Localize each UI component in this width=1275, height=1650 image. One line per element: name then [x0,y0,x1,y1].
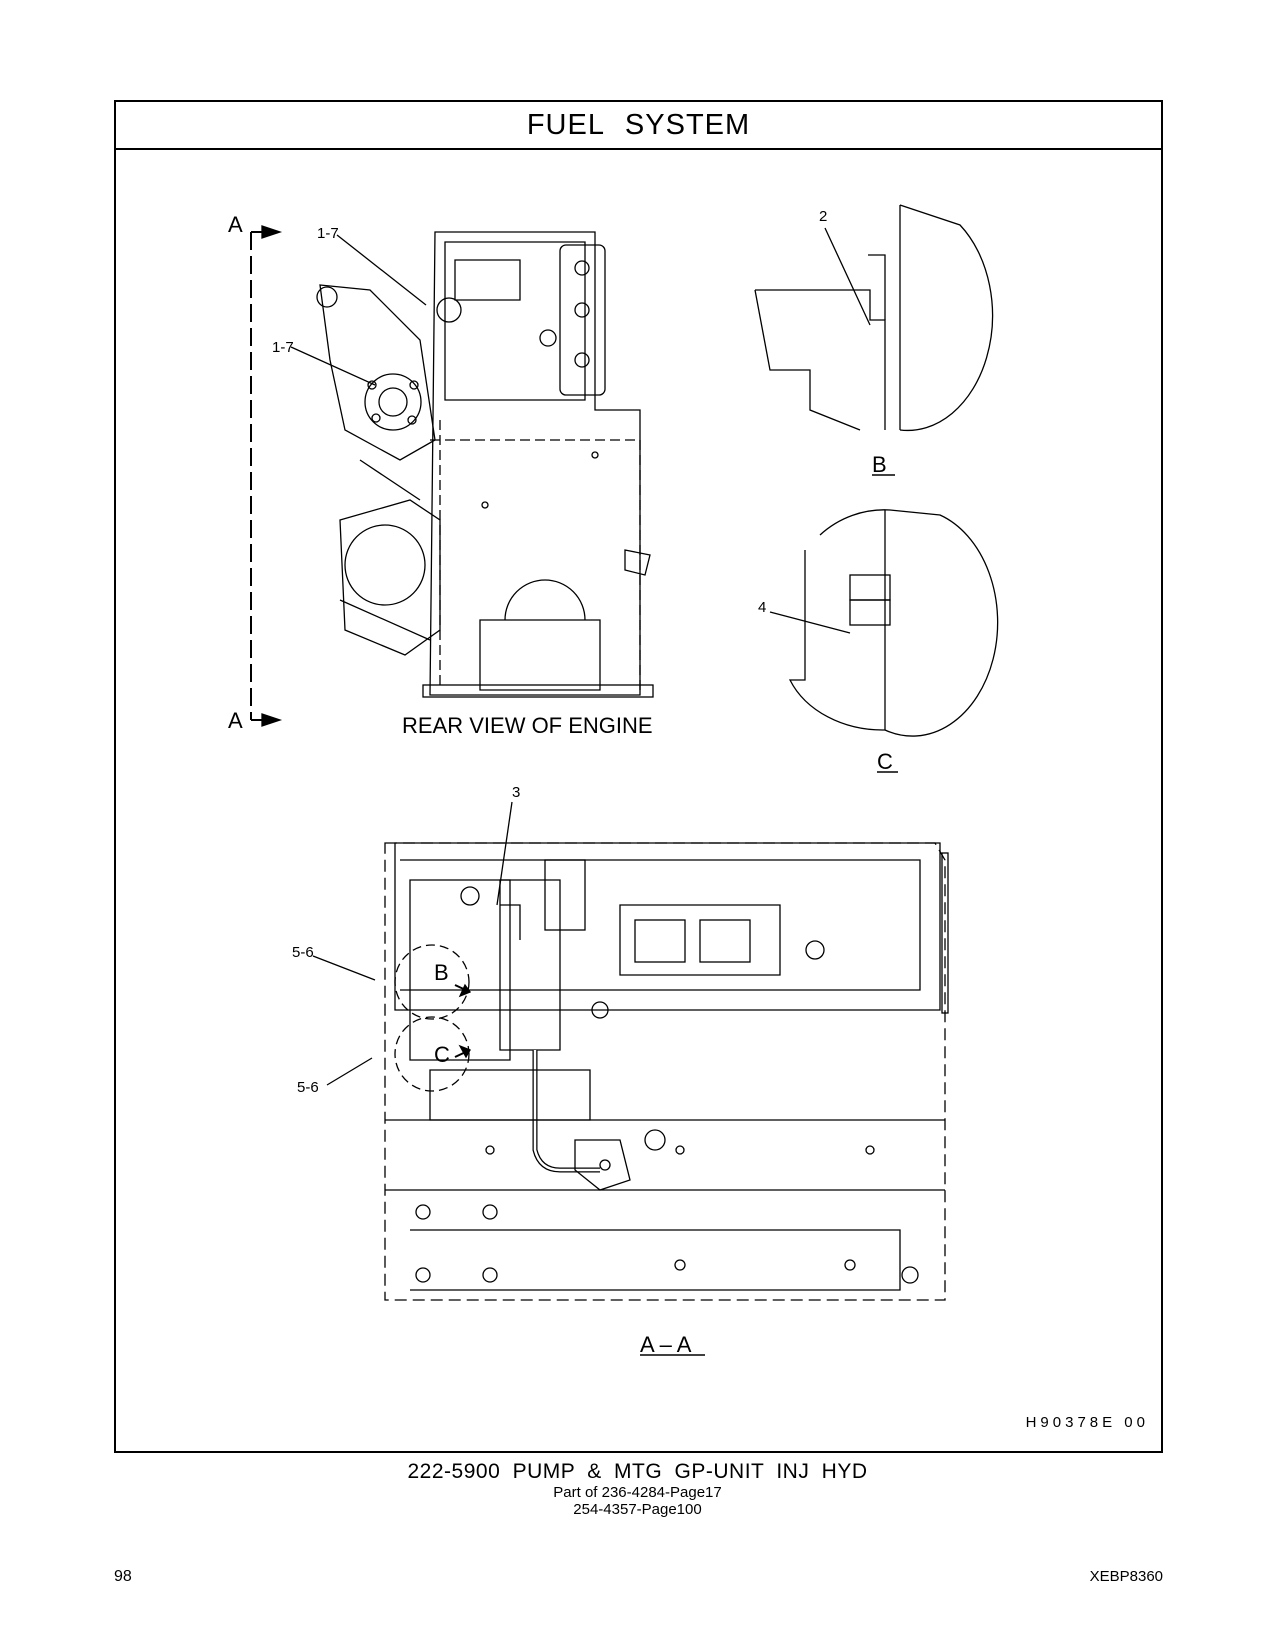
figure-frame: FUEL SYSTEM H90378E 00 [114,100,1163,1453]
page-title: FUEL SYSTEM [116,102,1161,150]
marker-c-label: C [434,1042,450,1067]
detail-b-view [754,204,994,432]
marker-b-label: B [434,960,449,985]
detail-c-label: C [877,749,893,774]
section-a-label-bottom: A [228,708,243,733]
callout-3: 3 [512,784,520,801]
document-id: XEBP8360 [1089,1568,1163,1585]
section-view-label: A – A [640,1332,692,1357]
part-title: 222-5900 PUMP & MTG GP-UNIT INJ HYD [407,1460,868,1483]
drawing-code: H90378E 00 [1025,1414,1149,1431]
part-of-ref: Part of 236-4284-Page17 [553,1484,722,1501]
callout-1-7-top: 1-7 [317,225,339,242]
rear-view-label: REAR VIEW OF ENGINE [402,713,653,738]
page-number: 98 [114,1568,132,1585]
detail-c-view [769,509,999,737]
callout-1-7-mid: 1-7 [272,339,294,356]
rear-view-engine [316,231,654,698]
callout-2: 2 [819,208,827,225]
section-a-a-view [312,801,949,1301]
detail-b-label: B [872,452,887,477]
callout-4: 4 [758,599,766,616]
callout-5-6-bottom: 5-6 [297,1079,319,1096]
section-a-label-top: A [228,212,243,237]
callout-5-6-top: 5-6 [292,944,314,961]
page-ref: 254-4357-Page100 [573,1501,702,1518]
